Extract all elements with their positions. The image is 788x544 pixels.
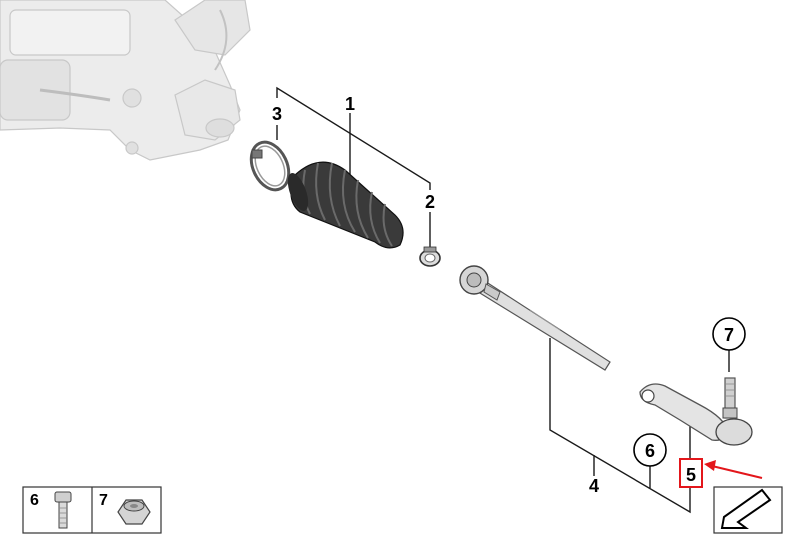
- callout-bolt-circle: 6: [633, 433, 667, 467]
- legend: 6 7: [22, 486, 162, 534]
- callout-tie-rod-end-highlight: 5: [679, 458, 763, 488]
- callout-bolt: 6: [645, 441, 655, 461]
- callout-clamp-large: 3: [272, 104, 282, 124]
- direction-arrow-icon: [713, 486, 783, 534]
- legend-bolt-label: 6: [30, 492, 39, 509]
- clamp-small: [419, 246, 441, 267]
- bolt-icon: [54, 491, 72, 529]
- tie-rod-end: [639, 377, 753, 446]
- legend-nut-label: 7: [99, 492, 108, 509]
- clamp-large: [249, 140, 291, 192]
- nut-icon: [117, 499, 151, 525]
- callout-tie-rod-end: 5: [686, 465, 696, 485]
- steering-rack-housing: [0, 0, 251, 161]
- callout-nut: 7: [724, 325, 734, 345]
- callout-boot: 1: [345, 94, 355, 114]
- inner-tie-rod: [459, 265, 611, 371]
- callout-tie-rod-assembly: 4: [589, 476, 599, 496]
- boot: [287, 161, 404, 249]
- callout-clamp-small: 2: [425, 192, 435, 212]
- callout-nut-circle: 7: [712, 317, 746, 351]
